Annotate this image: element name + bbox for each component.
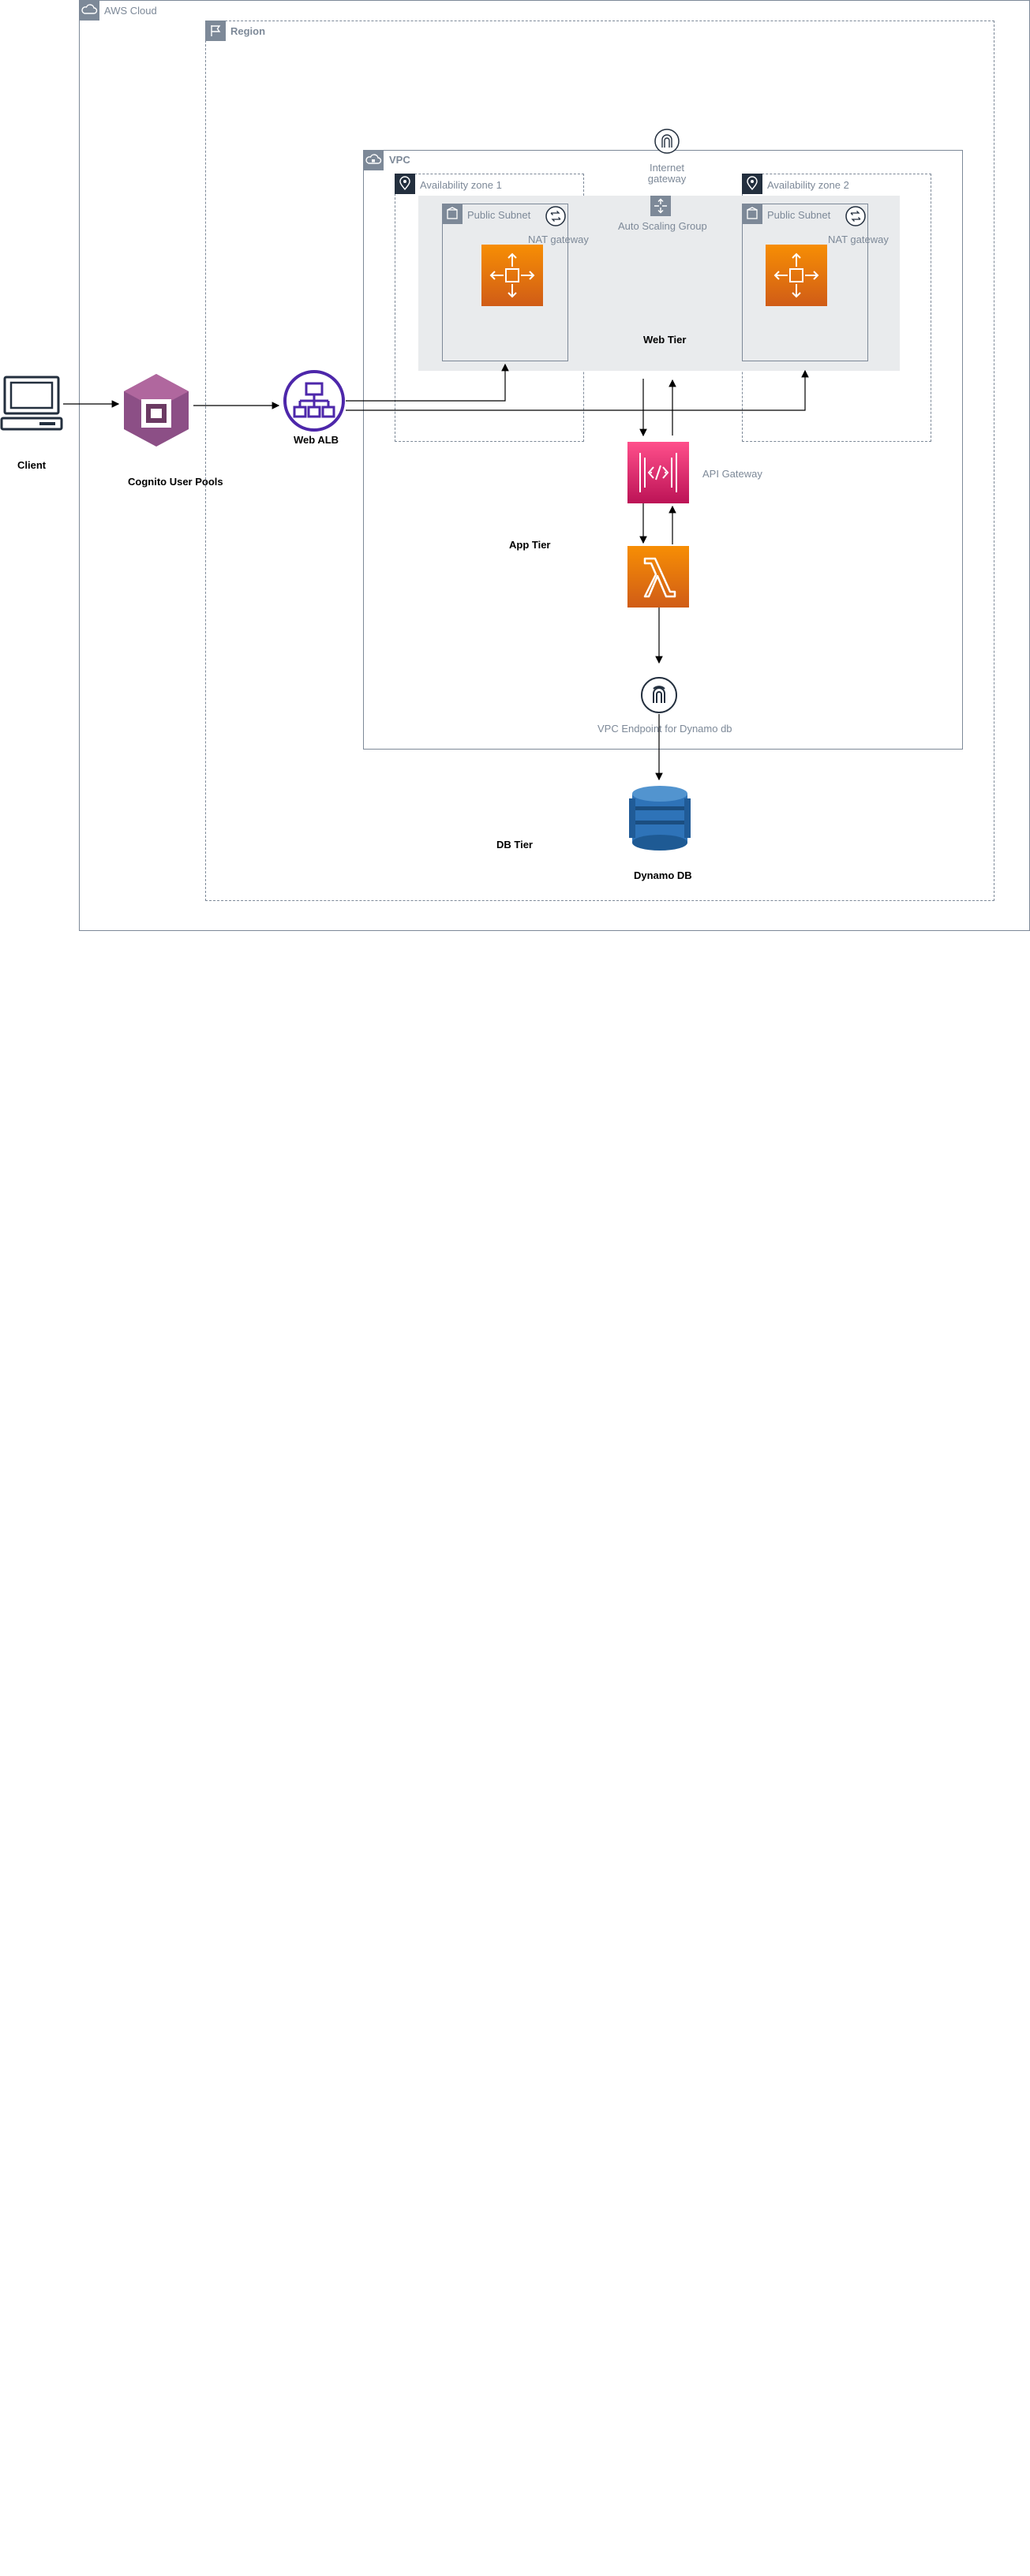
region-label: Region (230, 25, 266, 37)
public-subnet-1 (442, 204, 568, 361)
laptop-icon[interactable] (0, 372, 63, 436)
db-tier-label: DB Tier (496, 839, 533, 851)
auto-scaling-icon (650, 196, 671, 216)
app-tier-label: App Tier (509, 539, 551, 551)
client-label: Client (17, 459, 47, 471)
api-gateway-icon[interactable] (627, 442, 689, 503)
flag-icon (205, 21, 226, 41)
dynamodb-label: Dynamo DB (634, 869, 692, 881)
ec2-instance-icon[interactable] (766, 245, 827, 306)
asg-label: Auto Scaling Group (618, 220, 707, 232)
subnet-icon (442, 204, 463, 224)
location-pin-icon (742, 174, 762, 194)
cognito-label: Cognito User Pools (128, 476, 223, 488)
nat2-label: NAT gateway (828, 234, 889, 245)
edge-alb-ec2-az1 (346, 363, 509, 402)
web-tier-label: Web Tier (643, 334, 687, 346)
nat-gateway-icon[interactable] (545, 205, 567, 227)
location-pin-icon (395, 174, 415, 194)
alb-label: Web ALB (294, 434, 339, 446)
cloud-icon (79, 0, 99, 21)
vpc-endpoint-label: VPC Endpoint for Dynamo db (597, 723, 732, 735)
nat-gateway-icon[interactable] (845, 205, 867, 227)
nat1-label: NAT gateway (528, 234, 589, 245)
igw-label: Internet gateway (647, 162, 687, 185)
vpc-endpoint-icon[interactable] (640, 676, 678, 714)
subnet-icon (742, 204, 762, 224)
connectors (63, 363, 809, 781)
az2-label: Availability zone 2 (767, 179, 849, 191)
az1-label: Availability zone 1 (420, 179, 502, 191)
vpc-icon (363, 150, 384, 170)
internet-gateway-icon[interactable] (654, 128, 680, 155)
aws-cloud-label: AWS Cloud (104, 5, 157, 17)
api-gateway-label: API Gateway (702, 468, 762, 480)
subnet2-label: Public Subnet (767, 209, 831, 221)
dynamodb-icon[interactable] (629, 783, 691, 854)
region-group (205, 21, 994, 901)
edge-alb-ec2-az2 (346, 369, 809, 411)
vpc-label: VPC (389, 154, 410, 166)
subnet1-label: Public Subnet (467, 209, 531, 221)
lambda-icon[interactable] (627, 546, 689, 608)
ec2-instance-icon[interactable] (481, 245, 543, 306)
cognito-icon[interactable] (122, 372, 190, 448)
load-balancer-icon[interactable] (283, 369, 346, 432)
public-subnet-2 (742, 204, 868, 361)
